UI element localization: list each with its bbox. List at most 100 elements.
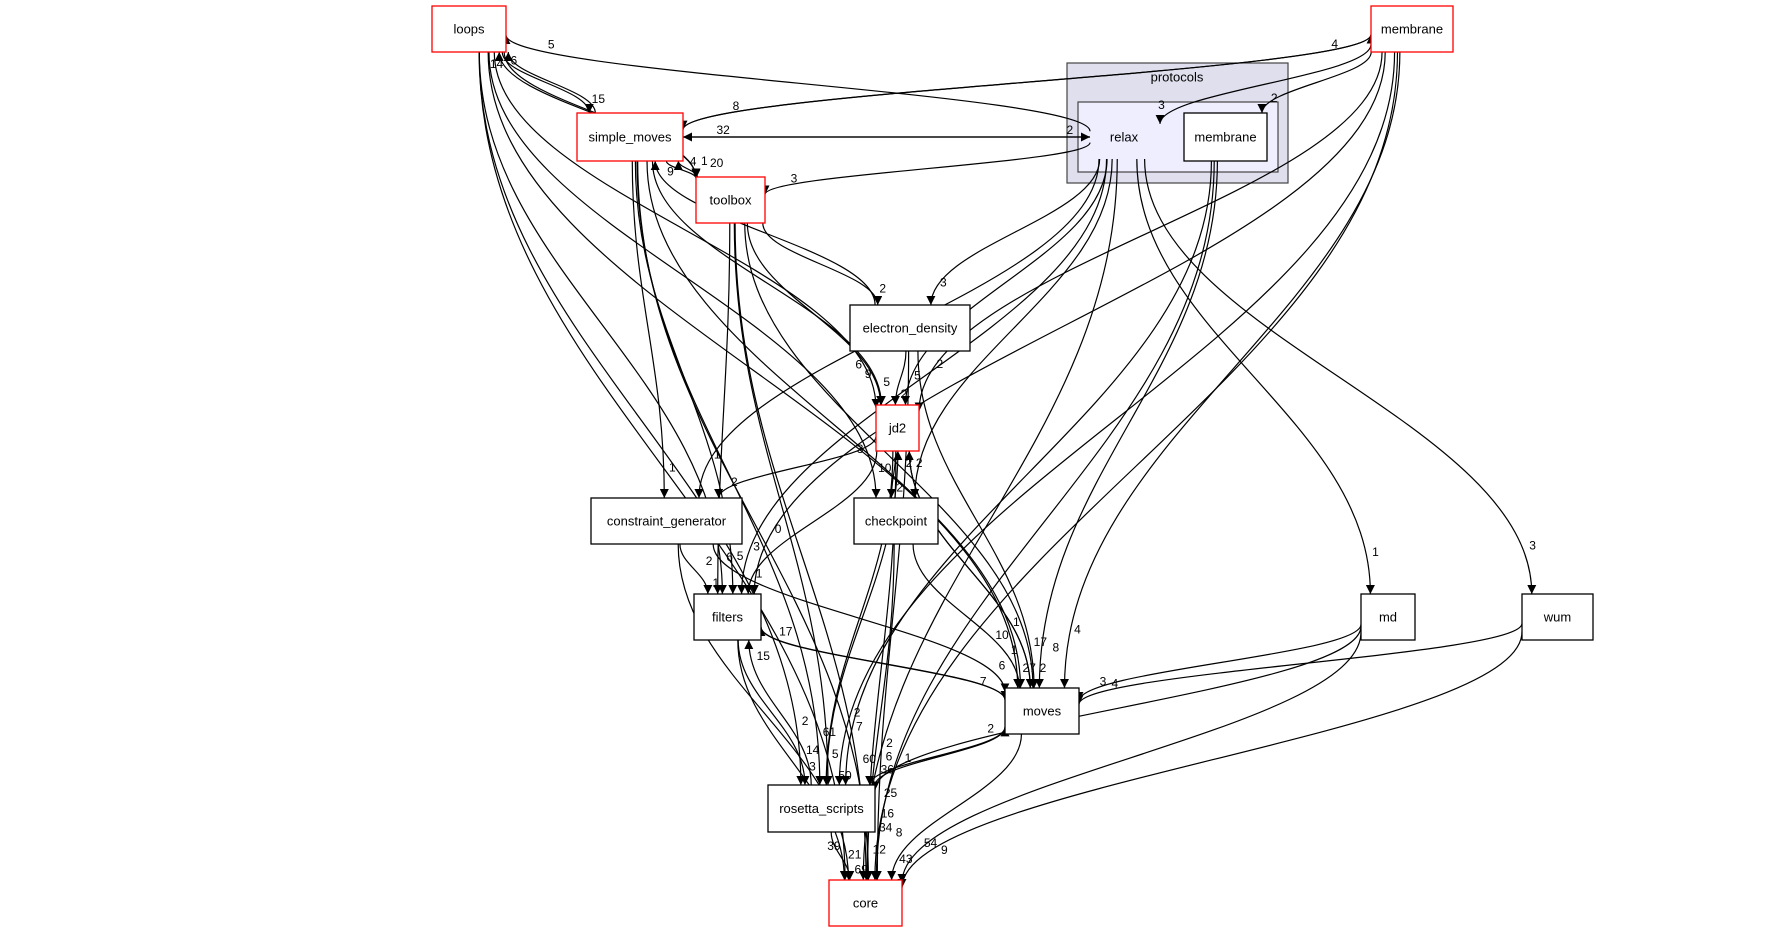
node-label[interactable]: simple_moves (588, 130, 672, 145)
node-label[interactable]: md (1379, 610, 1397, 625)
node-md[interactable]: md (1360, 593, 1416, 641)
edge-label[interactable]: 34 (879, 820, 893, 834)
edge-label[interactable]: 1 (1372, 545, 1379, 559)
node-filters[interactable]: filters (693, 593, 762, 641)
edge-label[interactable]: 8 (896, 825, 903, 839)
edge-label[interactable]: 2 (900, 387, 907, 401)
edge-label[interactable]: 36 (881, 763, 895, 777)
node-label[interactable]: membrane (1381, 22, 1443, 37)
edge-label[interactable]: 4 (690, 155, 697, 169)
edge-label[interactable]: 60 (863, 752, 877, 766)
edge-label[interactable]: 15 (592, 92, 606, 106)
edge-label[interactable]: 5 (737, 549, 744, 563)
edge-electron_density-to-simple_moves[interactable] (650, 160, 876, 306)
node-box[interactable] (1004, 687, 1080, 735)
node-box[interactable] (1183, 112, 1268, 162)
edge-label[interactable]: 3 (753, 540, 760, 554)
edge-label[interactable]: 43 (899, 852, 913, 866)
node-electron_density[interactable]: electron_density (849, 304, 971, 352)
edge-loops-to-checkpoint[interactable] (488, 51, 881, 499)
edge-membrane_top-to-core[interactable] (870, 51, 1399, 881)
edge-label[interactable]: 6 (886, 749, 893, 763)
cluster-relax-label[interactable]: relax (1110, 130, 1139, 145)
edge-loops-to-jd2[interactable] (493, 51, 881, 408)
edge-label[interactable]: 2 (879, 281, 886, 295)
node-label[interactable]: jd2 (888, 421, 906, 436)
edge-label[interactable]: 2 (706, 554, 713, 568)
edge-label[interactable]: 25 (884, 786, 898, 800)
edge-label[interactable]: 6 (726, 550, 733, 564)
node-label[interactable]: loops (453, 22, 485, 37)
edge-membrane_top-to-filters[interactable] (749, 51, 1386, 595)
edge-label[interactable]: 6 (855, 357, 862, 371)
edge-label[interactable]: 1 (1011, 643, 1018, 657)
edge-label[interactable]: 5 (883, 375, 890, 389)
edge-jd2-to-filters[interactable] (743, 450, 878, 595)
edge-relax-to-wum[interactable] (1143, 158, 1537, 595)
edge-relax-to-filters[interactable] (737, 158, 1108, 595)
edge-toolbox-to-core[interactable] (734, 222, 871, 881)
edge-label[interactable]: 2 (886, 736, 893, 750)
edge-md-to-core[interactable] (897, 632, 1362, 884)
edge-membrane_top-to-membrane_inner[interactable] (1257, 51, 1372, 114)
edge-jd2-to-moves[interactable] (908, 450, 1035, 689)
node-checkpoint[interactable]: checkpoint (853, 497, 939, 545)
edge-label[interactable]: 54 (924, 836, 938, 850)
edge-label[interactable]: 6 (510, 53, 517, 67)
node-rosetta_scripts[interactable]: rosetta_scripts (767, 784, 876, 833)
edge-label[interactable]: 2 (906, 456, 913, 470)
node-box[interactable] (1370, 5, 1454, 53)
node-label[interactable]: rosetta_scripts (779, 801, 864, 816)
edge-label[interactable]: 2 (916, 456, 923, 470)
edge-wum-to-core[interactable] (897, 631, 1523, 888)
edge-label[interactable]: 3 (1158, 98, 1165, 112)
edge-label[interactable]: 3 (809, 760, 816, 774)
node-box[interactable] (590, 497, 743, 545)
edge-filters-to-core[interactable] (737, 639, 849, 881)
node-box[interactable] (693, 593, 762, 641)
edge-toolbox-to-moves[interactable] (744, 222, 1038, 689)
edge-rosetta_scripts-to-moves[interactable] (874, 727, 1010, 786)
node-membrane_inner[interactable]: membrane (1183, 112, 1268, 162)
node-box[interactable] (875, 404, 920, 452)
edge-label[interactable]: 6 (999, 658, 1006, 672)
edge-membrane_top-to-relax[interactable] (1155, 44, 1372, 124)
edge-jd2-to-constraint_generator[interactable] (714, 436, 877, 499)
edge-electron_density-to-moves[interactable] (917, 350, 1039, 689)
node-label[interactable]: membrane (1194, 130, 1256, 145)
edge-wum-to-moves[interactable] (1074, 623, 1523, 705)
edge-label[interactable]: 1 (905, 751, 912, 765)
edge-label[interactable]: 20 (710, 156, 724, 170)
edge-label[interactable]: 2 (854, 705, 861, 719)
edge-label[interactable]: 1 (756, 566, 763, 580)
edge-label[interactable]: 2 (802, 714, 809, 728)
edge-filters-to-rosetta_scripts[interactable] (737, 639, 810, 786)
edge-label[interactable]: 0 (775, 522, 782, 536)
edge-checkpoint-to-moves[interactable] (912, 543, 1024, 689)
edge-label[interactable]: 5 (914, 368, 921, 382)
edge-simple_moves-to-moves[interactable] (646, 160, 1025, 689)
node-box[interactable] (576, 112, 684, 162)
node-box[interactable] (853, 497, 939, 545)
edge-label[interactable]: 2 (896, 481, 903, 495)
edge-toolbox-to-rosetta_scripts[interactable] (733, 222, 833, 786)
edge-label[interactable]: 9 (667, 164, 674, 178)
node-box[interactable] (1521, 593, 1594, 641)
edge-label[interactable]: 17 (1034, 635, 1048, 649)
edge-label[interactable]: 50 (838, 768, 852, 782)
edge-label[interactable]: 61 (823, 725, 837, 739)
edge-simple_moves-to-jd2[interactable] (651, 160, 886, 406)
edge-label[interactable]: 1 (714, 447, 721, 461)
edge-relax-to-checkpoint[interactable] (910, 158, 1113, 499)
edge-label[interactable]: 27 (1023, 661, 1037, 675)
edge-label[interactable]: 2 (1067, 123, 1074, 137)
edge-relax-to-md[interactable] (1136, 158, 1375, 595)
edge-label[interactable]: 3 (1100, 675, 1107, 689)
edge-loops-to-rosetta_scripts[interactable] (478, 51, 806, 786)
edge-label[interactable]: 1 (669, 460, 676, 474)
edge-label[interactable]: 32 (716, 123, 730, 137)
node-label[interactable]: toolbox (710, 193, 752, 208)
edge-simple_moves-to-constraint_generator[interactable] (631, 160, 669, 499)
edge-label[interactable]: 1 (712, 576, 719, 590)
edge-simple_moves-to-core[interactable] (637, 160, 873, 881)
